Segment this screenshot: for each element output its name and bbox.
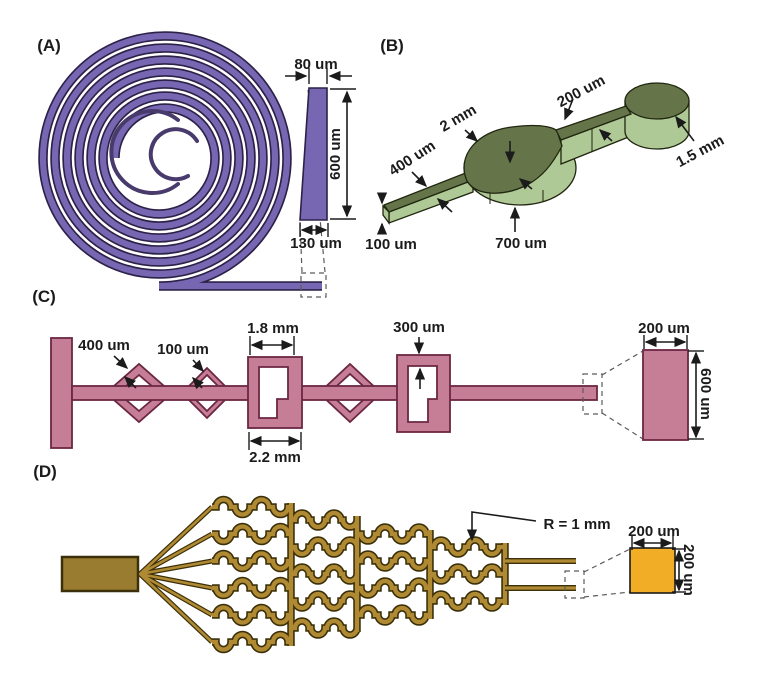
neck-top [555, 105, 632, 141]
channel-segment [71, 385, 261, 401]
panel-a-spiral-device: (A) 80 um 600 um 130 [37, 36, 356, 298]
channel-segment [436, 385, 598, 401]
inlet-rect [60, 555, 140, 593]
zoom-callout-box [300, 272, 327, 298]
radius-leader-line [466, 511, 537, 542]
outlet-cylinder-top [624, 82, 690, 120]
channel-cross-section-square [629, 547, 676, 594]
dim-label-square-height: 200 um [680, 544, 697, 596]
teardrop-chamber-3d [382, 82, 690, 225]
zoom-cone-line [583, 591, 631, 598]
dim-label-rect2-channel: 300 um [393, 319, 445, 336]
dim-label-rect-outer: 2.2 mm [249, 449, 301, 466]
dim-label-diamond2: 100 um [157, 341, 209, 358]
panel-c-expansion-device: (C) 400 um 100 um [32, 287, 714, 466]
serpentine-network [60, 500, 576, 650]
dim-label-channel-height: 100 um [365, 236, 417, 253]
zoom-callout-box [564, 570, 585, 599]
inlet-bar [50, 337, 73, 449]
dim-label-diamond1: 400 um [78, 337, 130, 354]
dim-label-cs-height: 600 um [697, 368, 714, 420]
dim-label-serpentine-radius: R = 1 mm [543, 516, 610, 533]
dim-label-bottom-width: 130 um [290, 235, 342, 252]
dimension-height: 600 um [327, 88, 356, 220]
dim-label-square-width: 200 um [628, 523, 680, 540]
dimension-cs-height: 600 um [688, 350, 714, 440]
rect-ring-2-hollow [407, 365, 438, 423]
dim-label-cs-width: 200 um [638, 320, 690, 337]
spiral-center-arc-outer [109, 109, 180, 195]
dim-label-chamber-width: 2 mm [437, 101, 479, 135]
dimension-rect-outer-width: 2.2 mm [248, 432, 302, 466]
dimension-rect-inner-width: 1.8 mm [247, 320, 299, 355]
zoom-callout-box [582, 373, 603, 415]
dimension-top-width: 80 um [285, 56, 352, 84]
panel-b-label: (B) [380, 36, 404, 55]
panel-d-serpentine-device: (D) R = 1 mm 200 um 200 um [33, 462, 697, 650]
panel-a-label: (A) [37, 36, 61, 55]
spiral-center-arc-inner [148, 127, 199, 182]
dim-label-neck-width: 200 um [554, 72, 608, 111]
expansion-channel [50, 337, 598, 449]
panel-b-teardrop-device: (B) 400 um 2 mm 200 um 1.5 mm 7 [365, 36, 727, 253]
dim-label-rect-inner: 1.8 mm [247, 320, 299, 337]
zoom-cone-line [583, 548, 631, 573]
dimension-square-height: 200 um [672, 544, 697, 596]
panel-c-label: (C) [32, 287, 56, 306]
dim-label-chamber-depth: 700 um [495, 235, 547, 252]
panel-d-label: (D) [33, 462, 57, 481]
dimension-bottom-width: 130 um [290, 223, 342, 252]
channel-segment [287, 385, 410, 401]
rect-ring-1-hollow [258, 366, 289, 419]
dimension-square-width: 200 um [628, 523, 680, 550]
zoom-cone-line [601, 412, 644, 440]
dimension-cs-width: 200 um [638, 320, 690, 349]
channel-cross-section-rect [642, 349, 689, 441]
zoom-cone-line [601, 350, 644, 376]
spiral-channel [43, 36, 322, 286]
channel-cross-section-trapezoid [299, 87, 328, 221]
dim-label-top-width: 80 um [294, 56, 337, 73]
dim-label-height: 600 um [327, 128, 344, 180]
